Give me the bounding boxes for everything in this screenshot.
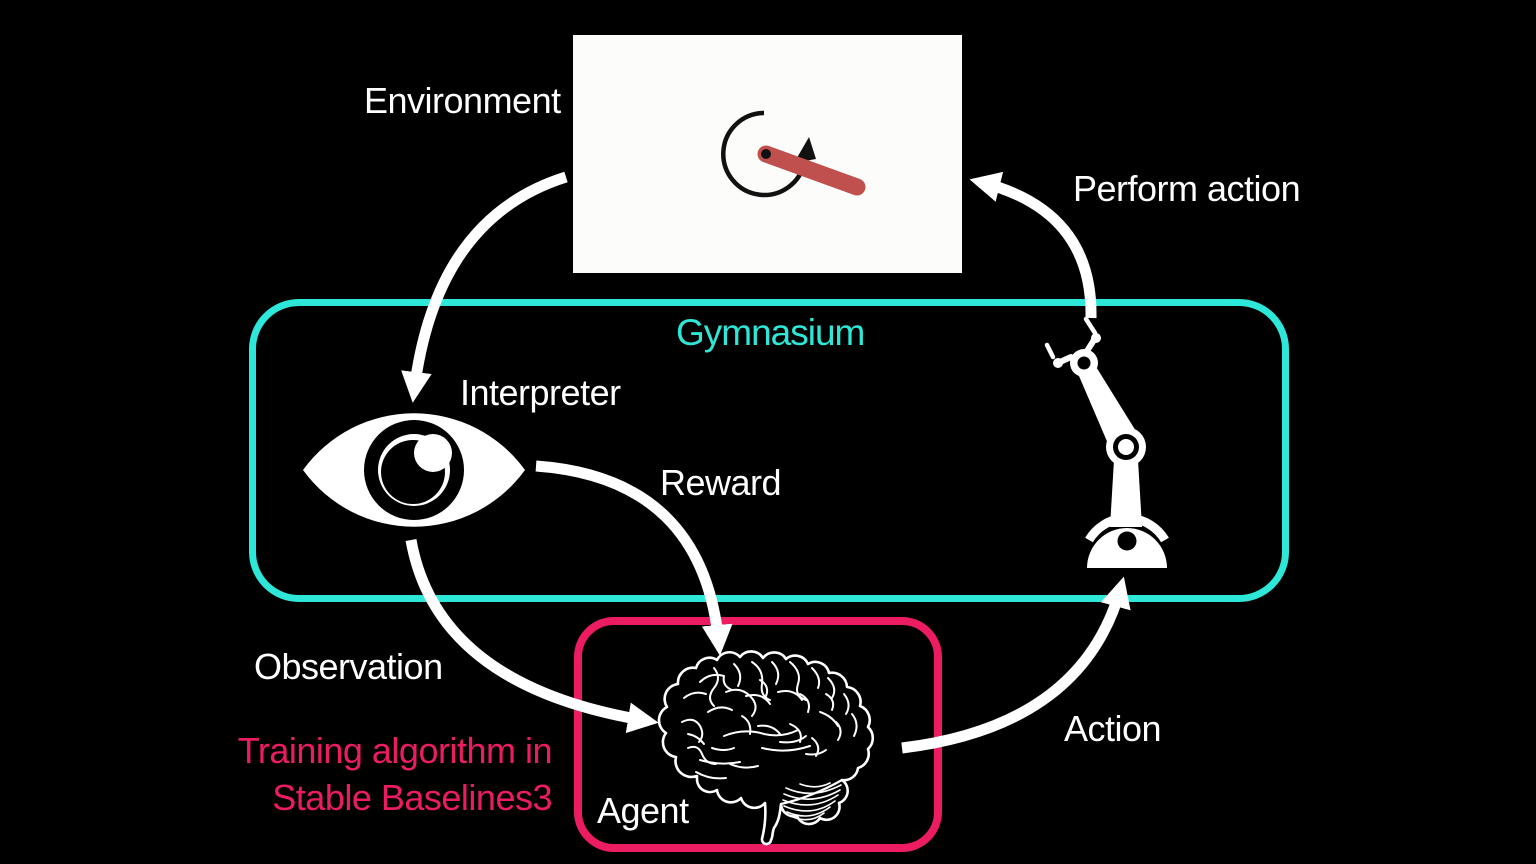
environment-label: Environment	[364, 80, 561, 121]
eye-icon	[303, 413, 525, 527]
interpreter-label: Interpreter	[460, 372, 621, 413]
brain-icon	[657, 650, 875, 846]
agent-box	[574, 617, 942, 852]
observation-arrow	[405, 539, 659, 734]
pendulum-icon	[721, 110, 866, 198]
gymnasium-label: Gymnasium	[676, 312, 865, 353]
agent-label: Agent	[597, 790, 689, 831]
training-line1: Training algorithm in	[237, 730, 553, 771]
robot-arm-icon	[1044, 316, 1169, 568]
action-label: Action	[1064, 708, 1162, 749]
reward-label: Reward	[660, 462, 782, 503]
environment-panel	[573, 35, 962, 273]
gymnasium-box	[249, 299, 1289, 602]
observation-label: Observation	[254, 646, 443, 687]
arrows	[401, 171, 1131, 754]
training-algorithm-label: Training algorithm in Stable Baselines3	[230, 727, 553, 821]
action-arrow	[901, 576, 1131, 754]
perform-action-label: Perform action	[1073, 168, 1301, 209]
env-to-interpreter-arrow	[401, 171, 568, 403]
reward-arrow	[535, 460, 733, 656]
perform-action-arrow	[969, 171, 1097, 319]
training-line2: Stable Baselines3	[272, 777, 552, 818]
